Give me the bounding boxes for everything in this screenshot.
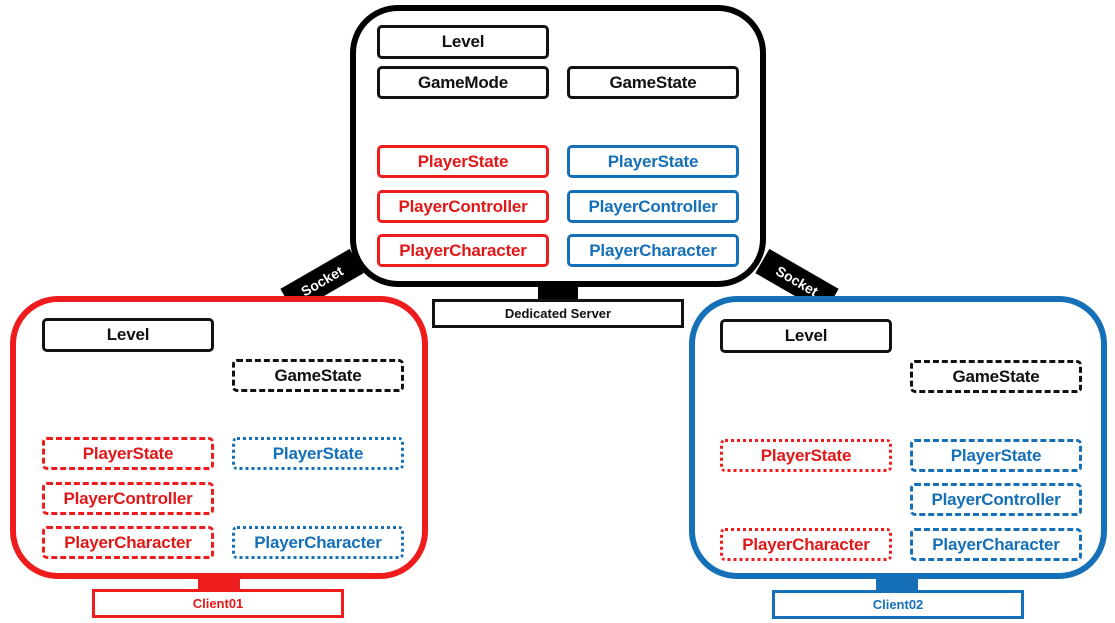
client01-own-state-label: PlayerState — [82, 443, 174, 463]
client02-label-box: Client02 — [772, 590, 1024, 619]
client02-own-controller-box: PlayerController — [910, 483, 1082, 516]
client01-own-controller-box: PlayerController — [42, 482, 214, 515]
client01-label: Client01 — [192, 596, 244, 611]
client01-own-state-box: PlayerState — [42, 437, 214, 470]
client01-level-label: Level — [106, 325, 150, 344]
client02-other-character-label: PlayerCharacter — [742, 534, 870, 554]
client02-other-character-box: PlayerCharacter — [720, 528, 892, 561]
socket-label-left: Socket — [298, 262, 346, 300]
client01-other-state-box: PlayerState — [232, 437, 404, 470]
server-player01-character-label: PlayerCharacter — [399, 240, 527, 260]
client01-own-character-box: PlayerCharacter — [42, 526, 214, 559]
client01-other-state-label: PlayerState — [272, 443, 364, 463]
client02-level-label: Level — [784, 326, 828, 345]
client02-gamestate-box: GameState — [910, 360, 1082, 393]
server-player01-controller-box: PlayerController — [377, 190, 549, 223]
client01-own-character-label: PlayerCharacter — [64, 532, 192, 552]
server-level-label: Level — [441, 32, 485, 51]
server-player02-state-box: PlayerState — [567, 145, 739, 178]
server-gamestate-label: GameState — [609, 72, 697, 92]
client02-own-character-box: PlayerCharacter — [910, 528, 1082, 561]
socket-label-right: Socket — [773, 262, 821, 300]
server-player02-character-box: PlayerCharacter — [567, 234, 739, 267]
server-gamemode-label: GameMode — [417, 72, 509, 92]
server-gamestate-box: GameState — [567, 66, 739, 99]
server-player01-state-box: PlayerState — [377, 145, 549, 178]
server-level-box: Level — [377, 25, 549, 59]
client01-other-character-box: PlayerCharacter — [232, 526, 404, 559]
server-player02-character-label: PlayerCharacter — [589, 240, 717, 260]
server-player01-state-label: PlayerState — [417, 151, 509, 171]
server-player02-controller-box: PlayerController — [567, 190, 739, 223]
client02-level-box: Level — [720, 319, 892, 353]
client02-own-state-box: PlayerState — [910, 439, 1082, 472]
client02-other-state-label: PlayerState — [760, 445, 852, 465]
client02-label: Client02 — [872, 597, 924, 612]
server-label: Dedicated Server — [504, 306, 612, 321]
client02-own-character-label: PlayerCharacter — [932, 534, 1060, 554]
client01-gamestate-label: GameState — [274, 365, 362, 385]
client01-gamestate-box: GameState — [232, 359, 404, 392]
client01-level-box: Level — [42, 318, 214, 352]
server-label-box: Dedicated Server — [432, 299, 684, 328]
server-player02-state-label: PlayerState — [607, 151, 699, 171]
client02-gamestate-label: GameState — [952, 366, 1040, 386]
client02-other-state-box: PlayerState — [720, 439, 892, 472]
client01-other-character-label: PlayerCharacter — [254, 532, 382, 552]
client02-own-state-label: PlayerState — [950, 445, 1042, 465]
client02-own-controller-label: PlayerController — [931, 489, 1061, 509]
server-player01-controller-label: PlayerController — [398, 196, 528, 216]
server-player01-character-box: PlayerCharacter — [377, 234, 549, 267]
client01-own-controller-label: PlayerController — [63, 488, 193, 508]
server-gamemode-box: GameMode — [377, 66, 549, 99]
client01-label-box: Client01 — [92, 589, 344, 618]
server-player02-controller-label: PlayerController — [588, 196, 718, 216]
